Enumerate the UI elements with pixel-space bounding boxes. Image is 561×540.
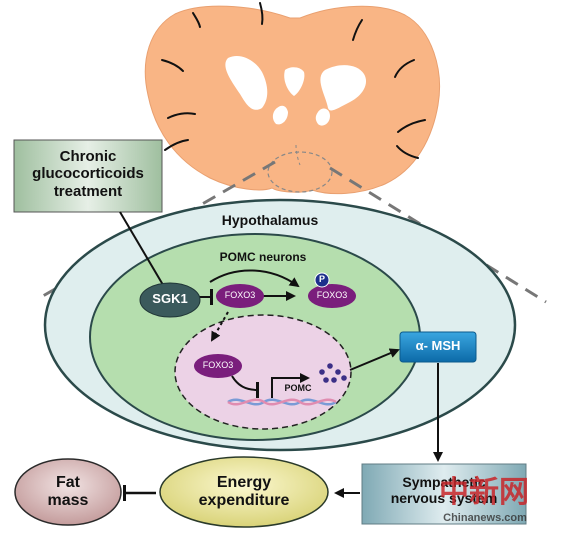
pomc-gene-text: POMC <box>284 383 312 393</box>
pomc-peptide-dots <box>319 363 347 383</box>
pomc-promoter-arrow <box>271 373 310 398</box>
msh-box <box>399 331 477 363</box>
dna-strand <box>227 398 337 406</box>
treatment-box <box>13 139 163 213</box>
fat-line-1: Fat <box>56 474 80 491</box>
pomc-neurons-title: POMC neurons <box>219 250 307 264</box>
energy-line-2: expenditure <box>198 492 290 510</box>
hypothalamus-region <box>267 151 333 193</box>
phospho-badge-text: P <box>318 274 325 284</box>
treatment-line-2: glucocorticoids <box>32 165 144 183</box>
msh-text: α- MSH <box>415 338 461 353</box>
sympathetic-line-1: Sympathetic <box>402 474 486 490</box>
hypothalamus-title: Hypothalamus <box>221 212 319 228</box>
sgk1-node <box>139 282 201 318</box>
brain-outline <box>144 5 441 195</box>
foxo3-text: FOXO3 <box>224 290 256 300</box>
treatment-label: Chronic glucocorticoids treatment <box>14 148 162 200</box>
energy-node <box>159 456 329 528</box>
fat-mass-node <box>14 458 122 526</box>
foxo3-phospho-text: FOXO3 <box>316 290 348 300</box>
energy-line-1: Energy <box>216 474 272 491</box>
foxo3-node <box>216 284 264 308</box>
sympathetic-box <box>361 463 527 525</box>
brain-ventricles <box>225 55 367 126</box>
treatment-to-sgk1-inhibition <box>119 211 174 295</box>
treatment-line-1: Chronic <box>59 148 117 165</box>
watermark-site: Chinanews.com <box>443 512 527 524</box>
brain-sulci <box>161 2 426 159</box>
foxo3-nuclear-node <box>194 354 242 378</box>
foxo3-inhibition <box>231 375 260 399</box>
fat-line-2: mass <box>47 492 89 510</box>
watermark-chinese: 中新网 <box>439 475 529 510</box>
foxo3-phospho-node <box>308 284 356 308</box>
energy-label: Energy expenditure <box>168 474 320 511</box>
pomc-curved-arrow <box>209 269 300 288</box>
sympathetic-label: Sympathetic nervous system <box>362 474 526 506</box>
fat-label: Fat mass <box>18 474 118 511</box>
brain-section <box>144 2 441 195</box>
treatment-line-3: treatment <box>53 182 123 200</box>
pomc-to-msh-arrow <box>349 348 400 371</box>
sympathetic-line-2: nervous system <box>390 490 498 507</box>
foxo3-nuclear-text: FOXO3 <box>202 360 234 370</box>
phospho-badge <box>314 272 330 288</box>
translocation-arrow <box>211 311 229 342</box>
sgk1-text: SGK1 <box>152 291 188 306</box>
